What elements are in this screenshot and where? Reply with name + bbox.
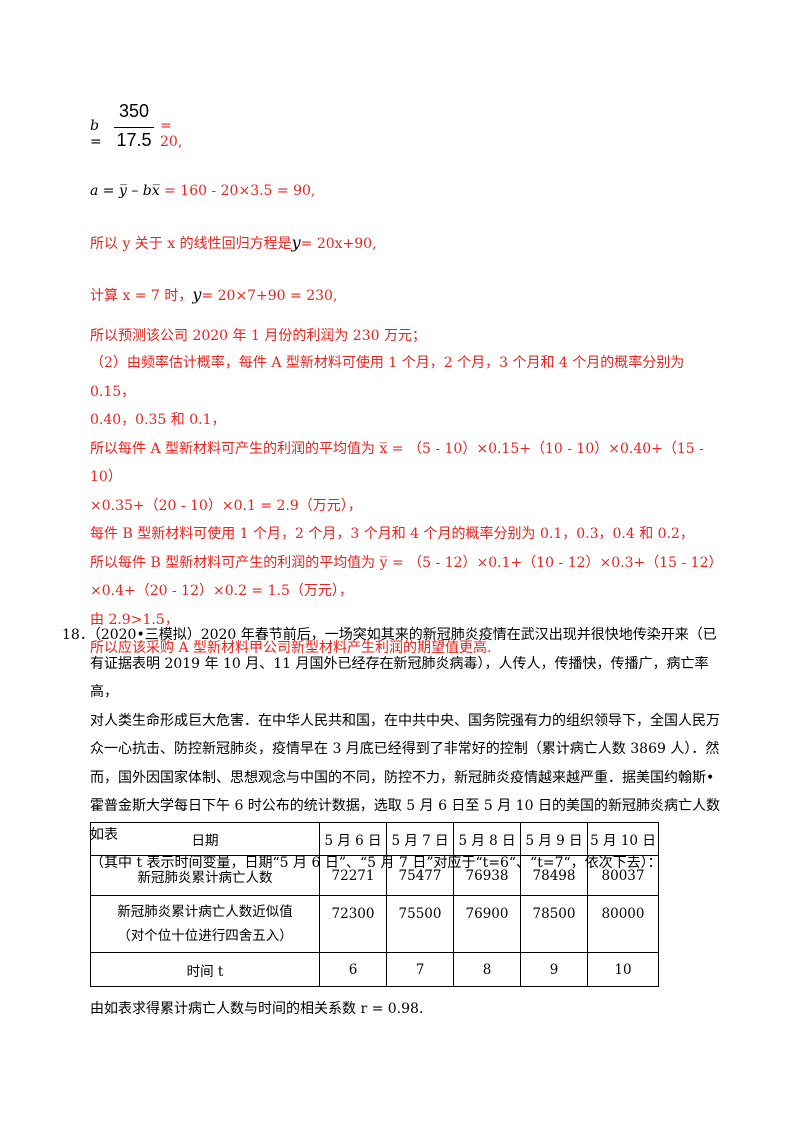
data-table: 日期 5 月 6 日 5 月 7 日 5 月 8 日 5 月 9 日 5 月 1… (90, 822, 659, 987)
part2-line: 所以每件 A 型新材料可产生的利润的平均值为 x̅ = （5 - 10）×0.1… (90, 440, 704, 486)
table-header: 5 月 10 日 (587, 822, 659, 856)
table-cell: 6 (319, 952, 387, 987)
part2-line: ×0.4+（20 - 12）×0.2 = 1.5（万元）， (90, 583, 353, 599)
calc-y: y (192, 285, 202, 304)
part2-line: 所以应该采购 A 型新材料甲公司新型材料产生利润的期望值更高. (90, 640, 492, 656)
table-cell: 7 (386, 952, 454, 987)
problem-line: 众一心抗击、防控新冠肺炎，疫情早在 3 月底已经得到了非常好的控制（累计病亡人数… (90, 741, 720, 757)
problem-line: 对人类生命形成巨大危害．在中华人民共和国，在中共中央、国务院强有力的组织领导下，… (90, 712, 720, 729)
table-header: 5 月 8 日 (453, 822, 521, 856)
part2-line: ×0.35+（20 - 10）×0.1 = 2.9（万元）， (90, 497, 362, 514)
table-cell: 新冠肺炎累计病亡人数近似值 （对个位十位进行四舍五入） (90, 895, 320, 953)
table-cell: 新冠肺炎累计病亡人数 (90, 855, 320, 896)
table-cell: 75477 (386, 855, 454, 896)
table-cell: 时间 t (90, 952, 320, 987)
table-cell: 72300 (319, 895, 387, 953)
regression-y: y (291, 233, 301, 252)
table-row: 新冠肺炎累计病亡人数 72271 75477 76938 78498 80037 (90, 855, 659, 896)
fraction-bar (114, 127, 154, 128)
part2-line: 0.40，0.35 和 0.1， (90, 412, 226, 428)
formula-a: a = y̅ – bx̅ = 160 - 20×3.5 = 90, (90, 181, 315, 201)
table-cell: 75500 (386, 895, 454, 953)
formula-b-result: = 20, (160, 118, 183, 150)
part2-line: 每件 B 型新材料可使用 1 个月，2 个月，3 个月和 4 个月的概率分别为 … (90, 526, 694, 542)
table-row: 新冠肺炎累计病亡人数近似值 （对个位十位进行四舍五入） 72300 75500 … (90, 895, 659, 953)
calc-eq: = 20×7+90 = 230, (201, 288, 338, 304)
regression-eq: = 20x+90, (300, 236, 377, 252)
table-cell: 8 (453, 952, 521, 987)
table-cell: 10 (587, 952, 659, 987)
prediction-line: 所以预测该公司 2020 年 1 月份的利润为 230 万元； (90, 328, 426, 344)
formula-b-denominator: 17.5 (116, 130, 152, 150)
calc-text: 计算 x = 7 时， (90, 288, 193, 304)
part2-solution: （2）由频率估计概率，每件 A 型新材料可使用 1 个月，2 个月，3 个月和 … (90, 349, 723, 663)
formula-a-result: = 160 - 20×3.5 = 90, (164, 183, 316, 199)
table-header: 5 月 7 日 (386, 822, 454, 856)
table-cell: 78498 (520, 855, 588, 896)
part2-line: 所以每件 B 型新材料可产生的利润的平均值为 y̅ = （5 - 12）×0.1… (90, 554, 723, 571)
regression-line: 所以 y 关于 x 的线性回归方程是y= 20x+90, (90, 233, 377, 254)
correlation-note: 由如表求得累计病亡人数与时间的相关系数 r = 0.98. (90, 1001, 424, 1017)
table-header: 5 月 6 日 (319, 822, 387, 856)
table-row: 时间 t 6 7 8 9 10 (90, 952, 659, 987)
table-cell: 80037 (587, 855, 659, 896)
table-cell: 78500 (520, 895, 588, 953)
table-header: 日期 (90, 822, 320, 856)
formula-b-numerator: 350 (118, 101, 150, 121)
table-cell: 72271 (319, 855, 387, 896)
table-cell: 80000 (587, 895, 659, 953)
problem-line: 18．（2020•三模拟）2020 年春节前后，一场突如其来的新冠肺炎疫情在武汉… (62, 627, 717, 643)
part2-line: 由 2.9>1.5， (90, 611, 179, 628)
problem-line: 而，国外因国家体制、思想观念与中国的不同，防控不力，新冠肺炎疫情越来越严重．据美… (90, 769, 715, 786)
problem-line: 有证据表明 2019 年 10 月、11 月国外已经存在新冠肺炎病毒），人传人，… (90, 655, 709, 701)
calc-line: 计算 x = 7 时，y= 20×7+90 = 230, (90, 285, 337, 306)
table-header: 5 月 9 日 (520, 822, 588, 856)
table-cell: 9 (520, 952, 588, 987)
formula-b-lhs: b = (90, 118, 102, 150)
formula-a-lhs: a = y̅ – bx̅ (90, 183, 160, 199)
part2-line: （2）由频率估计概率，每件 A 型新材料可使用 1 个月，2 个月，3 个月和 … (90, 355, 685, 400)
regression-text: 所以 y 关于 x 的线性回归方程是 (90, 236, 292, 252)
table-cell: 76938 (453, 855, 521, 896)
table-header-row: 日期 5 月 6 日 5 月 7 日 5 月 8 日 5 月 9 日 5 月 1… (90, 822, 659, 856)
table-cell: 76900 (453, 895, 521, 953)
